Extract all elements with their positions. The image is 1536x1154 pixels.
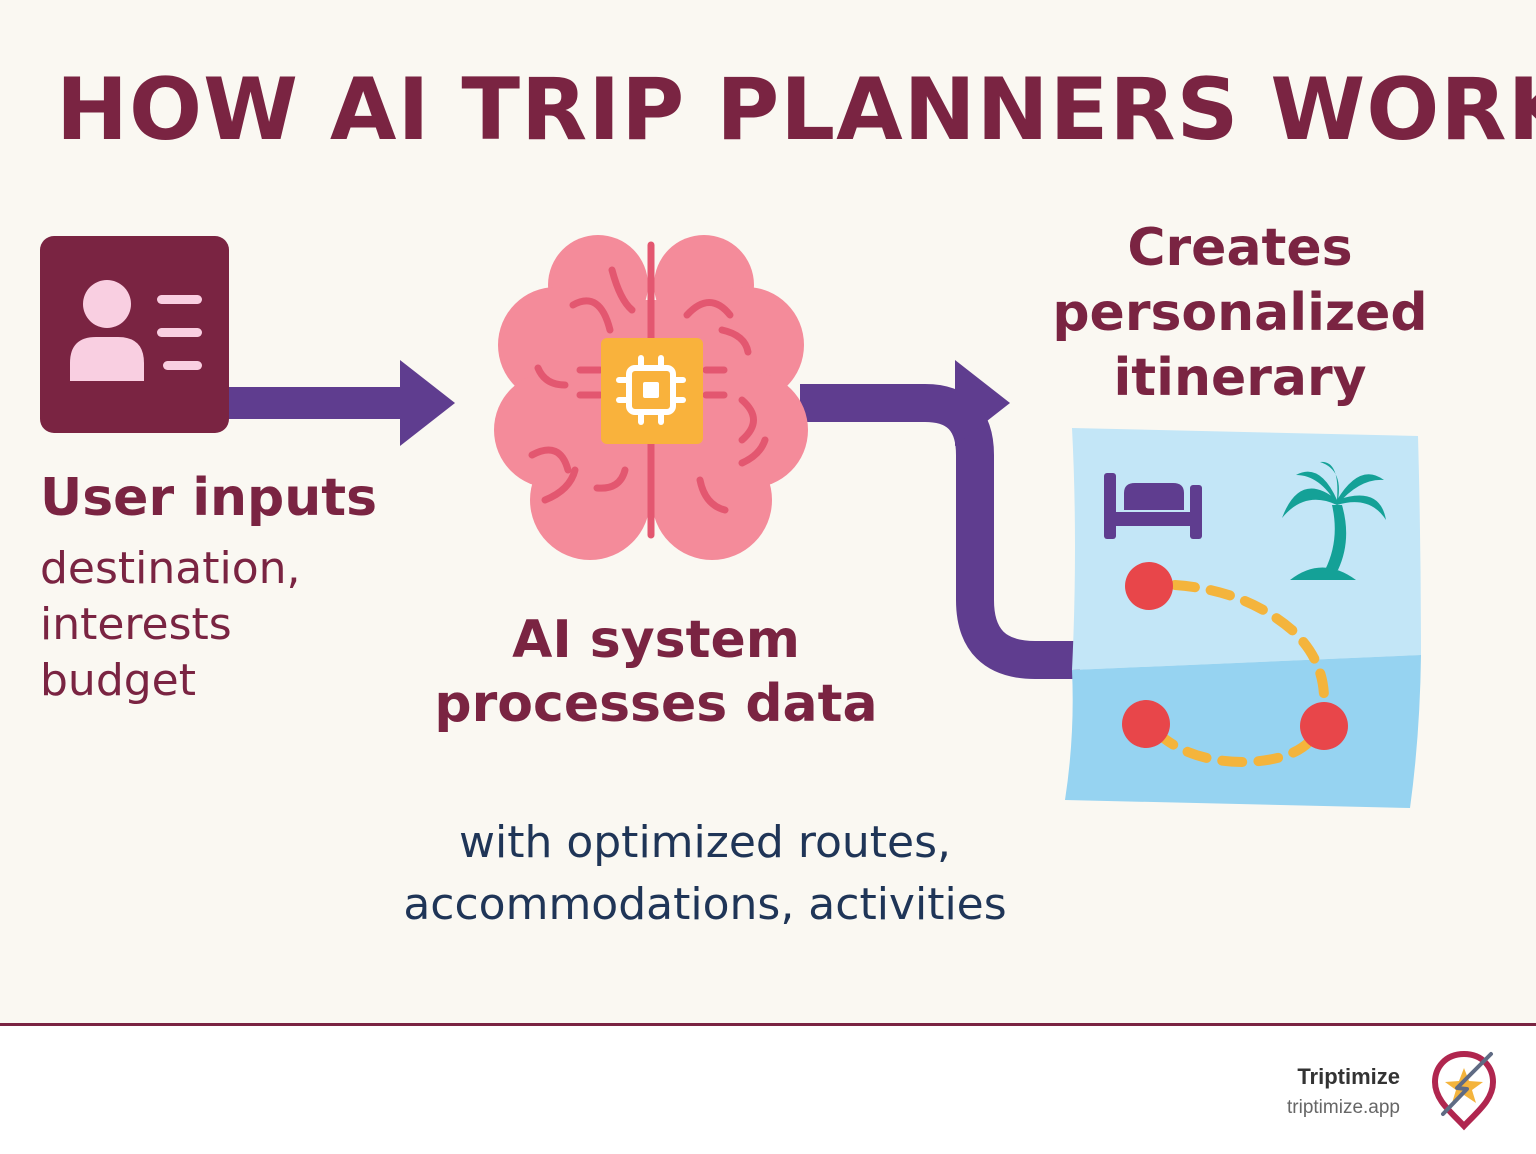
bed-icon	[1104, 473, 1202, 539]
palm-tree-icon	[1282, 461, 1386, 580]
footer	[0, 1026, 1536, 1154]
brain-chip-icon	[494, 235, 808, 560]
process-heading: AI system processes data	[406, 608, 906, 736]
footer-divider	[0, 1023, 1536, 1026]
map-pin	[1300, 702, 1348, 750]
process-heading-line: processes data	[434, 674, 878, 734]
brand-name: Triptimize	[1297, 1064, 1400, 1089]
user-profile-card-icon	[40, 236, 229, 433]
caption: with optimized routes, accommodations, a…	[330, 812, 1080, 936]
input-details: destination, interests budget	[40, 541, 301, 709]
arrow-ai-to-output	[800, 360, 1080, 679]
output-heading-line: Creates	[1127, 218, 1353, 278]
map-pin	[1122, 700, 1170, 748]
output-heading-line: personalized	[1052, 283, 1428, 343]
output-heading-line: itinerary	[1113, 348, 1367, 408]
input-detail: interests	[40, 599, 232, 650]
map-pin	[1125, 562, 1173, 610]
input-heading: User inputs	[40, 468, 378, 528]
caption-line: accommodations, activities	[403, 879, 1007, 930]
page-title: HOW AI TRIP PLANNERS WORK	[56, 60, 1536, 160]
output-heading: Creates personalized itinerary	[1040, 216, 1440, 411]
caption-line: with optimized routes,	[459, 817, 951, 868]
arrow-input-to-ai	[226, 360, 455, 446]
brand-url[interactable]: triptimize.app	[1287, 1097, 1400, 1118]
process-heading-line: AI system	[512, 610, 800, 670]
itinerary-map-icon	[1065, 428, 1421, 808]
input-detail: destination,	[40, 543, 301, 594]
triptimize-logo-icon	[1431, 1050, 1497, 1131]
process-diagram	[40, 235, 1421, 808]
input-detail: budget	[40, 655, 196, 706]
